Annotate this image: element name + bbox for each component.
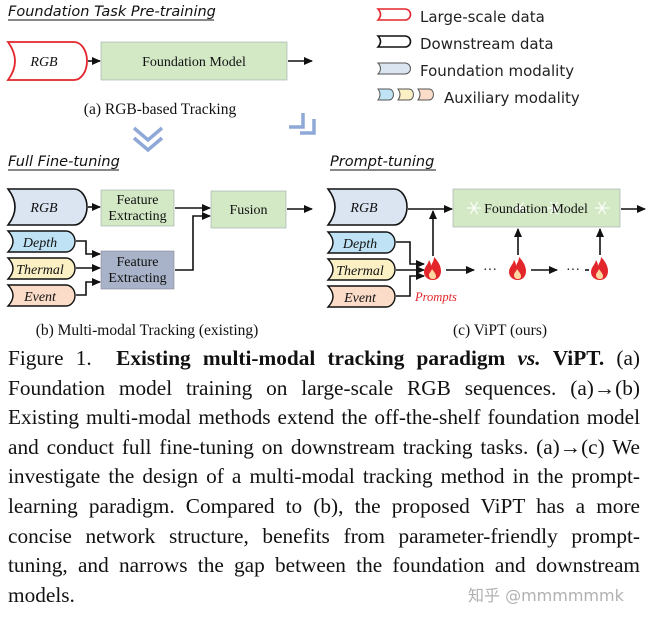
panel-b-fusion-label: Fusion (229, 203, 267, 218)
flame-icon (424, 257, 441, 280)
panel-b-feature-2-line2: Extracting (108, 271, 166, 286)
foundation-modality-icon (376, 62, 411, 75)
flame-icon (509, 257, 526, 280)
panel-a-foundation-model-label: Foundation Model (142, 55, 246, 70)
figure-title: Existing multi-modal tracking paradigm (116, 346, 506, 370)
panel-a-foundation-model-box (100, 41, 288, 81)
figure-diagram: Foundation Task Pre-training Full Fine-t… (6, 4, 646, 339)
panel-c-event-label: Event (343, 291, 377, 306)
legend-label-auxiliary: Auxiliary modality (444, 89, 580, 107)
panel-c-depth-label: Depth (342, 237, 377, 252)
figure-caption-body: (a) Foundation model training on large-s… (8, 346, 641, 607)
section-title-pretraining: Foundation Task Pre-training (8, 4, 216, 20)
figure-label: Figure 1. (8, 346, 92, 370)
panel-b-depth-input (6, 230, 76, 253)
panel-c-foundation-model-label: Foundation Model (484, 202, 588, 217)
panel-b-thermal-input (6, 257, 76, 280)
figure-title-vs: vs. (517, 346, 541, 370)
panel-c-caption: (c) ViPT (ours) (453, 322, 547, 339)
flame-icon (591, 257, 608, 280)
panel-a-rgb-input (6, 41, 88, 81)
panel-c-thermal-input (326, 258, 396, 281)
watermark: 知乎 @mmmmmmk (468, 586, 624, 605)
legend: Large-scale data Downstream data Foundat… (376, 8, 580, 107)
panel-b-feature-extracting-rgb-box (100, 189, 175, 227)
panel-b-rgb-label: RGB (29, 201, 58, 216)
section-title-full-finetuning: Full Fine-tuning (8, 154, 120, 170)
panel-b-caption: (b) Multi-modal Tracking (existing) (36, 322, 259, 339)
figure-caption: Figure 1. Existing multi-modal tracking … (8, 344, 640, 610)
figure-title-end: ViPT. (552, 346, 605, 370)
panel-b-depth-label: Depth (22, 236, 57, 251)
panel-b-fusion-box (210, 190, 287, 229)
panel-c-prompts-label: Prompts (414, 290, 457, 304)
panel-b-feature-2-line1: Feature (117, 255, 159, 270)
panel-c-dots-2: ··· (566, 263, 580, 278)
panel-b-feature-1-line1: Feature (117, 193, 159, 208)
panel-c-rgb-input (326, 188, 408, 226)
downstream-data-icon (376, 35, 412, 48)
chevron-down-icon (132, 126, 164, 153)
panel-b-feature-1-line2: Extracting (108, 209, 166, 224)
panel-a-caption: (a) RGB-based Tracking (84, 101, 237, 118)
panel-a: RGB Foundation Model (a) RGB-based Track… (6, 41, 313, 118)
panel-c-dots-1: ··· (483, 263, 497, 278)
panel-c-depth-input (326, 231, 396, 254)
panel-c-thermal-label: Thermal (336, 264, 384, 279)
panel-c-event-input (326, 285, 396, 308)
panel-b-thermal-label: Thermal (16, 263, 64, 278)
panel-b-event-label: Event (23, 290, 57, 305)
panel-c-rgb-label: RGB (349, 201, 378, 216)
large-scale-data-icon (376, 8, 412, 21)
legend-label-foundation: Foundation modality (420, 62, 574, 80)
panel-b: RGB Depth Thermal Event Feature Extracti… (6, 188, 313, 339)
auxiliary-modality-icon (377, 88, 434, 101)
legend-label-large-scale: Large-scale data (420, 8, 545, 26)
section-title-prompt-tuning: Prompt-tuning (330, 154, 434, 170)
chevron-diagonal-icon (289, 113, 316, 135)
panel-b-event-input (6, 284, 76, 307)
panel-a-rgb-label: RGB (29, 55, 58, 70)
panel-b-rgb-input (6, 188, 88, 226)
panel-b-feature-extracting-aux-box (100, 250, 175, 290)
legend-label-downstream: Downstream data (420, 35, 554, 53)
snowflake-icon (467, 201, 609, 215)
panel-c: RGB Depth Thermal Event Foundation Model (326, 188, 646, 339)
